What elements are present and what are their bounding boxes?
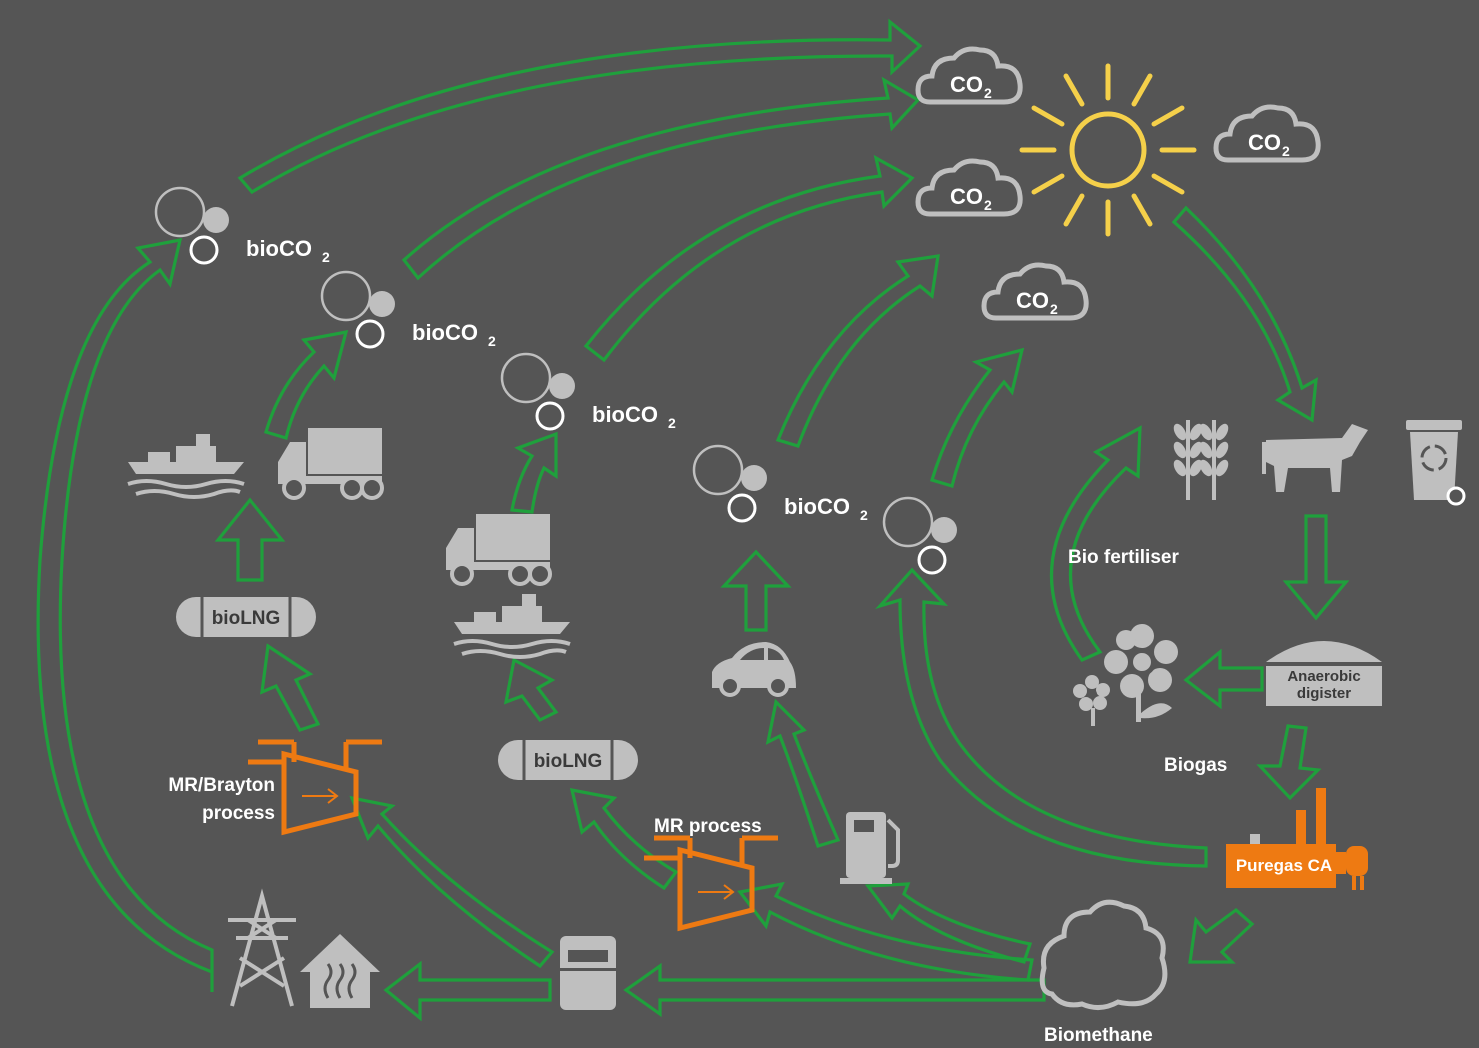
bubble-group-5 [882, 496, 959, 575]
truck-icon-left [276, 426, 384, 500]
co2-subscript: 2 [1050, 301, 1058, 317]
anaerobic-label-line1: Anaerobic [1287, 668, 1360, 685]
flow-arrow-meter-to-house [383, 960, 552, 1022]
bioco2-group-4: bioCO 2 [692, 444, 868, 523]
flow-arrow-to-mr-process [737, 881, 1034, 982]
truck-icon-middle [444, 512, 552, 586]
bioco2-group-1: bioCO 2 [154, 186, 330, 265]
biolng-label: bioLNG [212, 608, 281, 629]
tank-icon-middle: bioLNG [496, 738, 640, 782]
flow-arrow-car-to-bubbles [720, 549, 792, 632]
ship-icon-left [126, 432, 246, 499]
ship-icon-middle [452, 592, 572, 659]
house-heating-icon [300, 934, 380, 1008]
flow-arrow-meter-to-mr-brayton [349, 795, 555, 969]
bioco2-subscript: 2 [860, 507, 868, 523]
wheat-icon [1173, 420, 1229, 500]
tank-icon-left: bioLNG [174, 595, 318, 639]
flow-arrow-mr-to-biolng [569, 787, 679, 891]
car-icon [712, 642, 796, 697]
flow-arrow-biolng-to-ship-left [214, 497, 286, 582]
recycle-bin-icon [1406, 420, 1466, 506]
flow-arrow-fuelpump-to-car [765, 698, 841, 848]
flow-arrow-digester-to-puregas [1256, 724, 1322, 801]
flow-arrow-brayton-to-biolng [260, 643, 321, 732]
power-pylon-icon [228, 888, 296, 1007]
flow-arrow-digester-to-flower [1183, 648, 1264, 710]
co2-cloud-1: CO 2 [918, 49, 1020, 102]
flow-arrow-truck-to-bubbles-mid [510, 431, 558, 514]
bioco2-group-2: bioCO 2 [320, 270, 496, 349]
flow-arrow-to-fuel-pump [864, 882, 1033, 964]
mr-brayton-label-line2: process [202, 803, 275, 824]
bioco2-group-3: bioCO 2 [500, 352, 676, 431]
flow-arrow-top-1 [237, 18, 923, 195]
flow-arrow-farm-to-digester [1282, 514, 1350, 621]
co2-subscript: 2 [984, 197, 992, 213]
co2-label: CO [950, 184, 983, 209]
flow-arrow-top-3 [583, 154, 915, 363]
gas-meter-icon [560, 936, 616, 1010]
co2-cloud-2: CO 2 [1216, 107, 1318, 160]
bioco2-label: bioCO [592, 402, 658, 427]
co2-subscript: 2 [1282, 143, 1290, 159]
bioco2-subscript: 2 [322, 249, 330, 265]
digester-icon: Anaerobic digister [1266, 641, 1382, 706]
bioco2-label: bioCO [246, 236, 312, 261]
co2-label: CO [1248, 130, 1281, 155]
flow-arrow-top-5 [930, 347, 1025, 489]
fuel-pump-icon [840, 812, 900, 884]
biogas-label: Biogas [1164, 755, 1227, 776]
biomethane-label: Biomethane [1044, 1025, 1153, 1046]
biolng-label: bioLNG [534, 751, 603, 772]
co2-cloud-3: CO 2 [918, 161, 1020, 214]
bioco2-label: bioCO [784, 494, 850, 519]
bioco2-subscript: 2 [488, 333, 496, 349]
co2-cloud-4: CO 2 [984, 265, 1086, 318]
mr-brayton-label-line1: MR/Brayton [168, 775, 275, 796]
flow-arrow-top-2 [401, 76, 921, 281]
cow-icon [1262, 424, 1368, 492]
flow-arrow-biomethane-to-meter [623, 962, 1046, 1018]
flow-arrow-biofertiliser [1049, 425, 1142, 662]
flow-arrow-ship-to-bubbles-left [264, 329, 349, 441]
co2-subscript: 2 [984, 85, 992, 101]
flow-arrow-sun-to-farm [1171, 205, 1318, 423]
flow-arrow-puregas-to-stations [875, 567, 1208, 868]
anaerobic-label-line2: digister [1297, 685, 1351, 702]
bio-fertiliser-label: Bio fertiliser [1068, 547, 1179, 568]
co2-label: CO [950, 72, 983, 97]
sun-icon [1019, 63, 1197, 237]
bioco2-label: bioCO [412, 320, 478, 345]
co2-label: CO [1016, 288, 1049, 313]
flower-icon [1073, 624, 1178, 726]
mr-process-label: MR process [654, 816, 762, 837]
puregas-label: Puregas CA [1236, 856, 1332, 875]
flow-arrow-top-4 [775, 254, 940, 448]
flow-arrow-outer-loop [36, 237, 214, 992]
bioco2-subscript: 2 [668, 415, 676, 431]
factory-icon: Puregas CA [1226, 788, 1368, 890]
flow-arrow-puregas-to-biomethane [1188, 907, 1255, 964]
flow-arrow-tank-to-ship-mid [503, 657, 559, 723]
biomethane-cloud-icon [1039, 899, 1168, 1010]
